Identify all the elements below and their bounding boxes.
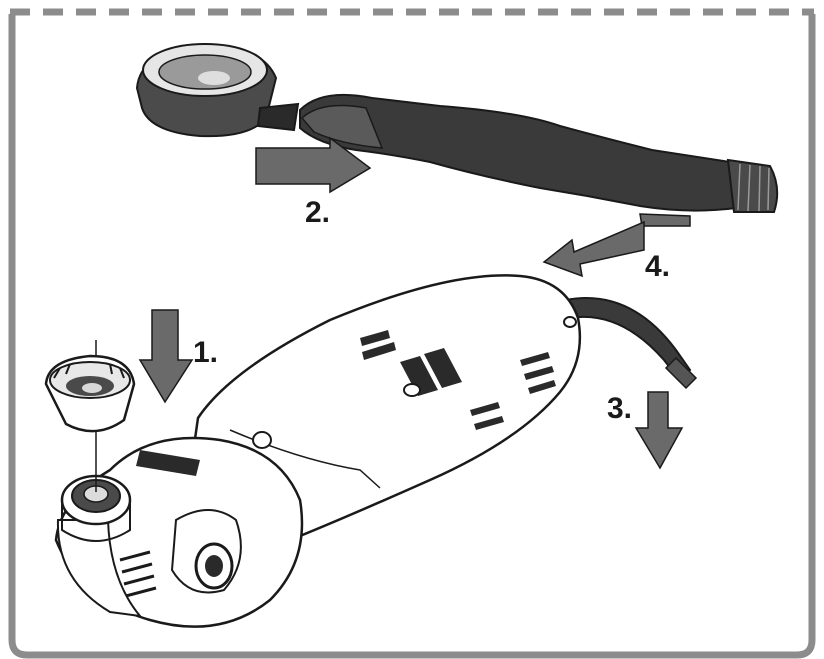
arrow-down-icon — [138, 309, 194, 404]
vacuum-hose — [299, 93, 779, 227]
step-label-1: 1. — [193, 336, 218, 369]
step-label-2: 2. — [305, 196, 330, 229]
power-cord — [564, 297, 698, 390]
dust-shroud-cup — [135, 43, 300, 138]
arrow-right-icon — [255, 136, 372, 194]
diagram-frame — [8, 8, 816, 659]
spindle-mount — [60, 474, 132, 542]
arrow-left-icon — [542, 220, 645, 278]
arrow-down-icon — [634, 391, 684, 470]
shroud-adapter — [44, 340, 136, 492]
tool-head — [54, 436, 304, 628]
step-label-3: 3. — [607, 392, 632, 425]
step-label-4: 4. — [645, 250, 670, 283]
